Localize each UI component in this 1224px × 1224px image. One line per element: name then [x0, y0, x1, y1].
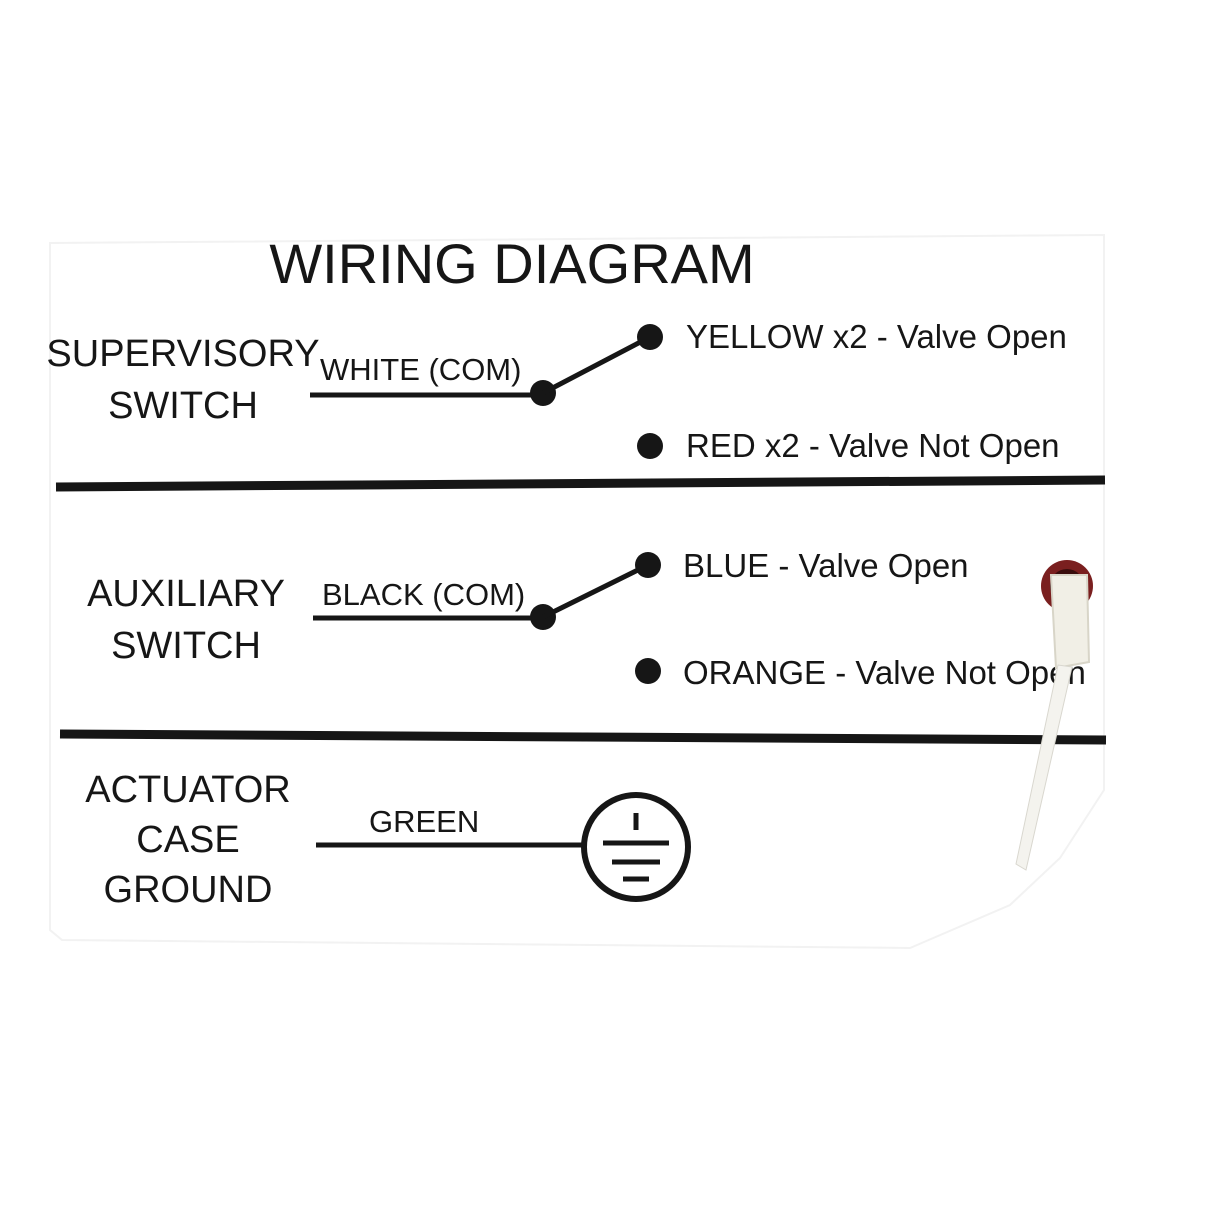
black-com-wire-label: BLACK (COM)	[322, 577, 525, 612]
ground-symbol-icon	[581, 792, 691, 902]
ground-label-line-3: GROUND	[104, 869, 273, 911]
diagram-title: WIRING DIAGRAM	[269, 232, 754, 295]
auxiliary-switch-label-line-2: SWITCH	[111, 625, 261, 667]
auxiliary-switch-label-line-1: AUXILIARY	[87, 573, 285, 615]
switch-arm	[541, 334, 652, 396]
contact-label-red: RED x2 - Valve Not Open	[686, 427, 1060, 464]
contact-dot-yellow	[637, 324, 663, 350]
contact-label-orange: ORANGE - Valve Not Open	[683, 654, 1086, 691]
supervisory-switch-label-line-2: SWITCH	[108, 385, 258, 427]
label-card-background	[49, 233, 1105, 950]
white-com-wire-label: WHITE (COM)	[320, 352, 521, 387]
cable-tie	[1015, 574, 1091, 871]
switch-arm	[541, 562, 650, 620]
section-divider-2	[59, 729, 1107, 745]
section-divider-1	[55, 475, 1106, 492]
contact-dot-red	[637, 433, 663, 459]
contact-dot-blue	[635, 552, 661, 578]
supervisory-switch-label-line-1: SUPERVISORY	[46, 333, 319, 375]
ground-label-line-2: CASE	[136, 819, 239, 861]
green-wire-label: GREEN	[369, 804, 479, 839]
contact-dot-orange	[635, 658, 661, 684]
ground-label-line-1: ACTUATOR	[85, 769, 291, 811]
contact-label-blue: BLUE - Valve Open	[683, 547, 969, 584]
contact-label-yellow: YELLOW x2 - Valve Open	[686, 318, 1067, 355]
